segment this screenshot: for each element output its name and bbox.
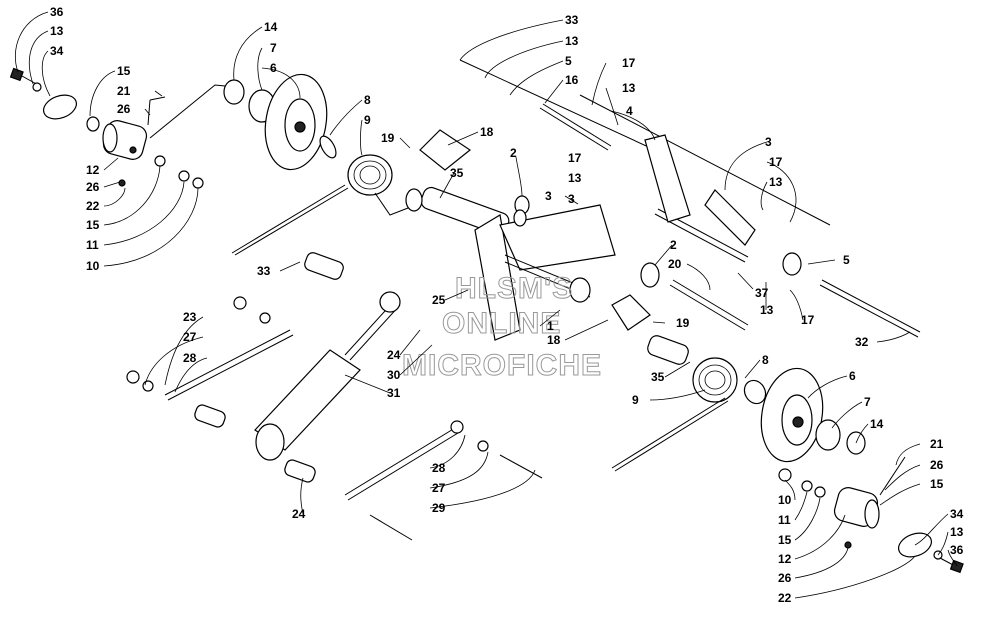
callout: 8 xyxy=(364,93,371,107)
callout: 36 xyxy=(950,543,964,557)
callout: 34 xyxy=(50,44,64,58)
callout: 27 xyxy=(432,481,446,495)
upper-left-spring xyxy=(231,154,409,256)
callout: 16 xyxy=(565,73,579,87)
callout: 15 xyxy=(117,64,131,78)
lower-links xyxy=(126,296,543,541)
callout: 2 xyxy=(510,146,517,160)
callout: 33 xyxy=(565,13,579,27)
callout: 19 xyxy=(381,131,395,145)
callout: 7 xyxy=(864,395,871,409)
callout: 26 xyxy=(117,102,131,116)
callout: 10 xyxy=(778,493,792,507)
watermark-line-1: HLSM'S xyxy=(455,272,573,305)
callout: 15 xyxy=(86,218,100,232)
callout: 13 xyxy=(769,175,783,189)
callout: 31 xyxy=(387,386,401,400)
callout: 11 xyxy=(86,238,99,252)
callout: 36 xyxy=(50,5,64,19)
callout: 3 xyxy=(568,192,575,206)
callout: 28 xyxy=(183,351,197,365)
callout: 37 xyxy=(755,286,769,300)
callout: 17 xyxy=(801,313,815,327)
callout: 21 xyxy=(930,437,944,451)
callout: 9 xyxy=(364,113,371,127)
callout: 19 xyxy=(676,316,690,330)
callout: 34 xyxy=(950,507,964,521)
left-upper-hardware xyxy=(9,67,226,189)
callout: 23 xyxy=(183,310,197,324)
callout: 15 xyxy=(930,477,944,491)
lower-right-wheel xyxy=(743,367,866,463)
callout: 14 xyxy=(264,20,278,34)
callout: 17 xyxy=(568,151,582,165)
callout: 33 xyxy=(257,264,271,278)
callout: 29 xyxy=(432,501,446,515)
callout: 13 xyxy=(50,24,64,38)
callout: 1 xyxy=(547,319,554,333)
callout: 18 xyxy=(480,125,494,139)
callout: 26 xyxy=(86,180,100,194)
callout: 26 xyxy=(930,458,944,472)
callout: 7 xyxy=(270,41,277,55)
callout: 11 xyxy=(778,513,791,527)
callout-labels: 36 13 34 15 21 26 12 26 22 15 11 10 14 7… xyxy=(50,5,964,605)
callout: 27 xyxy=(183,330,197,344)
callout: 3 xyxy=(765,135,772,149)
callout: 13 xyxy=(622,81,636,95)
callout: 8 xyxy=(762,353,769,367)
watermark-line-2: ONLINE xyxy=(442,307,561,340)
callout: 35 xyxy=(450,166,464,180)
leader-lines xyxy=(14,11,958,599)
callout: 14 xyxy=(870,417,884,431)
callout: 22 xyxy=(86,199,100,213)
upper-left-wheel xyxy=(223,73,337,171)
callout: 35 xyxy=(651,370,665,384)
callout: 24 xyxy=(292,507,306,521)
callout: 22 xyxy=(778,591,792,605)
watermark: HLSM'S ONLINE MICROFICHE xyxy=(402,272,602,383)
callout: 17 xyxy=(769,155,783,169)
callout: 15 xyxy=(778,533,792,547)
center-arm xyxy=(419,129,802,341)
callout: 28 xyxy=(432,461,446,475)
callout: 13 xyxy=(950,525,964,539)
callout: 3 xyxy=(545,189,552,203)
callout: 10 xyxy=(86,259,100,273)
callout: 12 xyxy=(86,163,100,177)
callout: 20 xyxy=(668,257,682,271)
callout: 4 xyxy=(626,104,633,118)
callout: 12 xyxy=(778,552,792,566)
callout: 17 xyxy=(622,56,636,70)
callout: 26 xyxy=(778,571,792,585)
callout: 21 xyxy=(117,84,131,98)
callout: 13 xyxy=(568,171,582,185)
callout: 6 xyxy=(270,61,277,75)
callout: 30 xyxy=(387,368,401,382)
callout: 5 xyxy=(843,253,850,267)
callout: 18 xyxy=(547,333,561,347)
shock-absorber xyxy=(254,252,401,461)
callout: 9 xyxy=(632,393,639,407)
callout: 2 xyxy=(670,238,677,252)
callout: 13 xyxy=(565,34,579,48)
callout: 25 xyxy=(432,293,446,307)
callout: 5 xyxy=(565,54,572,68)
callout: 24 xyxy=(387,348,401,362)
watermark-line-3: MICROFICHE xyxy=(402,349,602,382)
callout: 6 xyxy=(849,369,856,383)
callout: 32 xyxy=(855,335,869,349)
callout: 13 xyxy=(760,303,774,317)
lower-right-spring xyxy=(611,335,738,472)
